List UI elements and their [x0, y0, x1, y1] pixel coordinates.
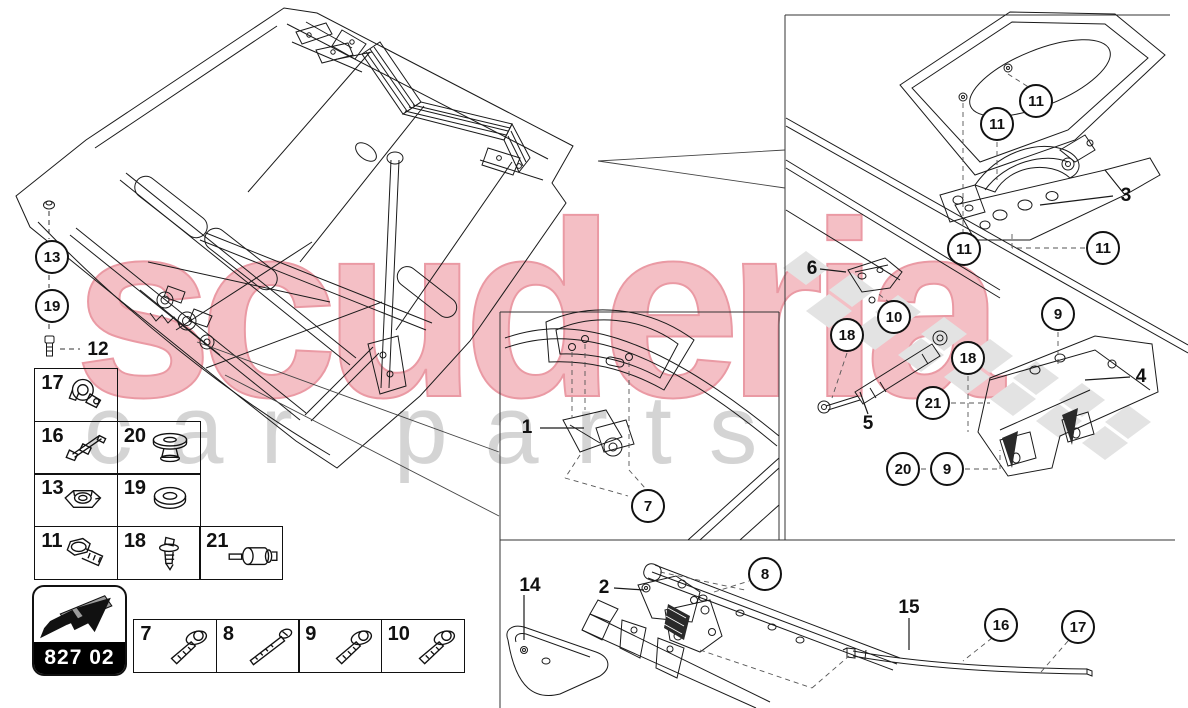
legend-cell-number: 21: [206, 529, 229, 552]
legend-cell-17: 17: [34, 368, 119, 423]
callout-11[interactable]: 11: [1086, 231, 1120, 265]
legend-cell-18: 18: [116, 525, 201, 580]
callout-18[interactable]: 18: [951, 341, 985, 375]
legend-cell-number: 18: [123, 529, 147, 552]
legend-row: 17: [34, 368, 283, 423]
callout-18[interactable]: 18: [830, 318, 864, 352]
callout-11[interactable]: 11: [980, 107, 1014, 141]
legend-cell-13: 13: [34, 473, 119, 528]
section-arrow-icon: [40, 595, 113, 639]
legend-cell-10: 10: [380, 619, 465, 674]
hood-overview-drawing: [15, 7, 574, 469]
legend-cell-number: 8: [222, 623, 234, 646]
right-detail-drawing: [785, 11, 1188, 477]
callout-11[interactable]: 11: [1019, 84, 1053, 118]
callout-16[interactable]: 16: [984, 608, 1018, 642]
callout-9[interactable]: 9: [1041, 297, 1075, 331]
watermark: scuderia car parts: [73, 169, 1151, 484]
callout-20[interactable]: 20: [886, 452, 920, 486]
panel-borders: [196, 14, 1175, 708]
callout-8[interactable]: 8: [748, 557, 782, 591]
screwwasher-icon: [170, 630, 208, 665]
legend-cell-8: 8: [215, 619, 300, 674]
legend-cell-number: 9: [305, 623, 317, 646]
callout-7[interactable]: 7: [631, 489, 665, 523]
legend-cell-number: 19: [123, 477, 147, 500]
legend-cell-21: 21: [199, 525, 284, 580]
callout-9[interactable]: 9: [930, 452, 964, 486]
callout-21[interactable]: 21: [916, 386, 950, 420]
legend-cell-20: 20: [116, 420, 201, 475]
screwwasher-icon: [335, 630, 373, 665]
legend-cell-number: 10: [387, 623, 410, 646]
callout-19[interactable]: 19: [35, 289, 69, 323]
section-code: 827 02: [34, 642, 125, 674]
callout-11[interactable]: 11: [947, 232, 981, 266]
legend-cell-number: 11: [41, 529, 63, 552]
section-badge[interactable]: 827 02: [32, 585, 127, 676]
watermark-brand: scuderia: [74, 170, 1006, 449]
clip-icon: [65, 434, 107, 462]
watermark-subtitle: car parts: [84, 375, 794, 484]
callout-17[interactable]: 17: [1061, 610, 1095, 644]
clamp-icon: [68, 379, 102, 409]
screwwasher-icon: [418, 630, 455, 665]
legend-cell-9: 9: [298, 619, 383, 674]
washer-icon: [153, 487, 187, 510]
bolt-icon: [66, 537, 104, 566]
legend-cell-number: 17: [41, 372, 64, 395]
legend-cell-number: 7: [140, 623, 152, 646]
callout-13[interactable]: 13: [35, 240, 69, 274]
legend-cell-19: 19: [116, 473, 201, 528]
legend-cell-7: 7: [133, 619, 218, 674]
nut-icon: [64, 490, 102, 509]
main-leader-lines: [44, 211, 80, 357]
legend-row: 13 19: [34, 473, 283, 528]
front-detail-drawing: [504, 309, 780, 541]
screwlong-icon: [249, 628, 293, 667]
legend-cell-16: 16: [34, 420, 119, 475]
callout-10[interactable]: 10: [877, 300, 911, 334]
legend-cell-number: 16: [41, 424, 64, 447]
bottom-detail-drawing: [506, 563, 1093, 708]
screwclip-icon: [158, 536, 179, 571]
legend-row: 11 18 21: [34, 525, 284, 580]
grommet-icon: [152, 432, 188, 462]
legend-cell-number: 13: [41, 477, 64, 500]
stud-icon: [228, 546, 278, 565]
legend-cell-number: 20: [123, 424, 147, 447]
fastener-row: 7 8 9 10: [133, 619, 465, 674]
legend-cell-11: 11: [34, 525, 119, 580]
